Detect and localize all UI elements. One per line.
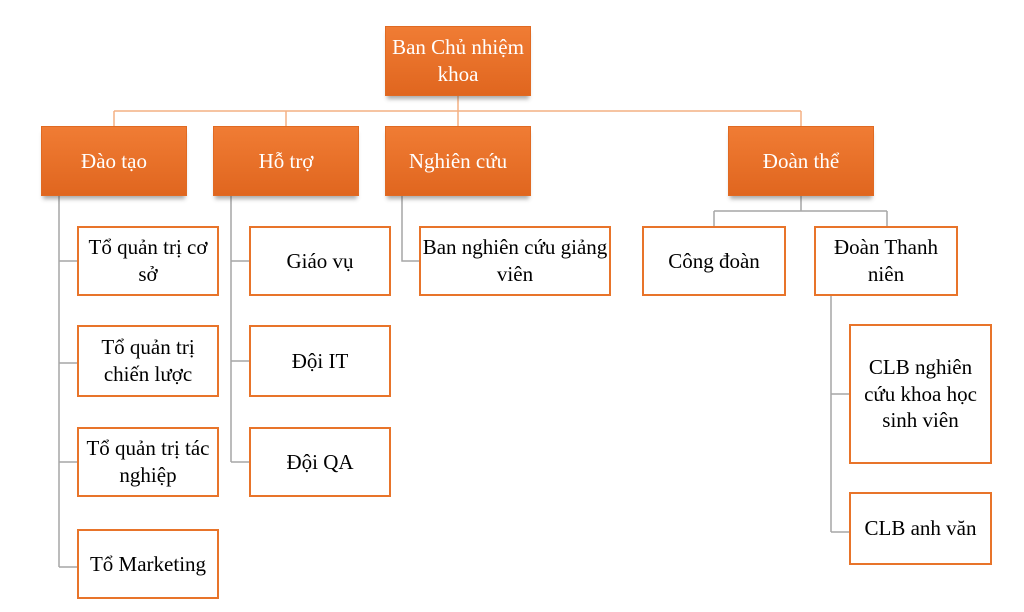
unit-clb-anh-van: CLB anh văn [849,492,992,565]
unit-doan-thanh-nien: Đoàn Thanh niên [814,226,958,296]
dept-doan-the: Đoàn thể [728,126,874,196]
unit-giao-vu: Giáo vụ [249,226,391,296]
connector-nghien-cuu-trunk [401,196,419,262]
unit-clb-nghien-cuu-khoa-hoc: CLB nghiên cứu khoa học sinh viên [849,324,992,464]
dept-ho-tro: Hỗ trợ [213,126,359,196]
unit-to-quan-tri-chien-luoc: Tổ quản trị chiến lược [77,325,219,397]
root-node: Ban Chủ nhiệm khoa [385,26,531,96]
unit-cong-doan: Công đoàn [642,226,786,296]
unit-to-quan-tri-co-so: Tổ quản trị cơ sở [77,226,219,296]
unit-to-quan-tri-tac-nghiep: Tổ quản trị tác nghiệp [77,427,219,497]
unit-doi-it: Đội IT [249,325,391,397]
dept-nghien-cuu: Nghiên cứu [385,126,531,196]
unit-doi-qa: Đội QA [249,427,391,497]
dept-dao-tao: Đào tạo [41,126,187,196]
unit-to-marketing: Tổ Marketing [77,529,219,599]
unit-ban-nghien-cuu-giang-vien: Ban nghiên cứu giảng viên [419,226,611,296]
